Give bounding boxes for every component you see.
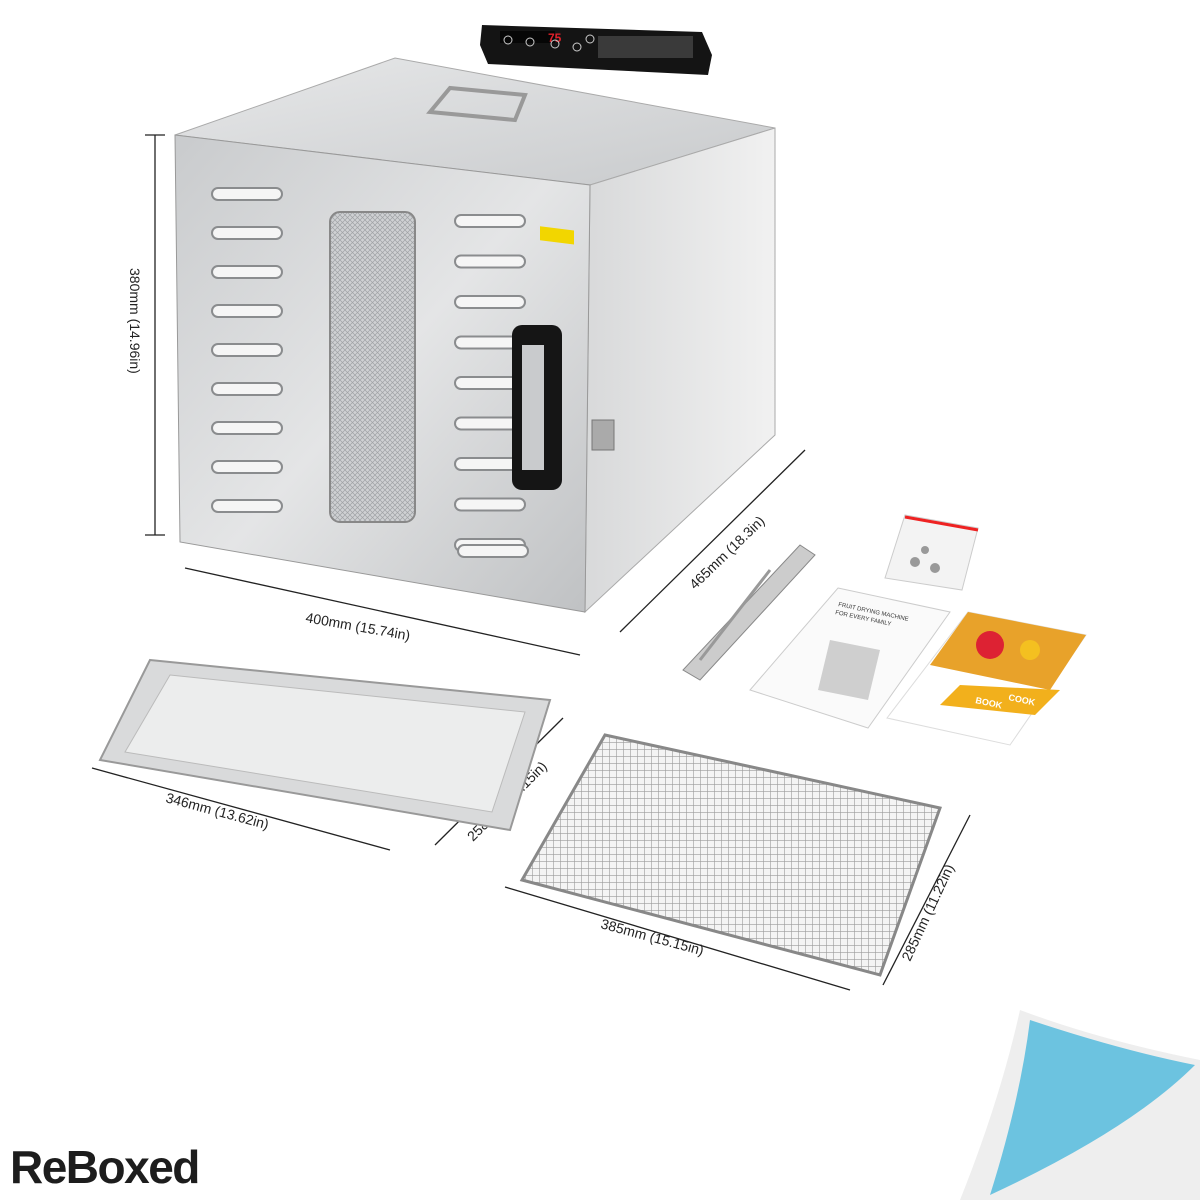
front-vents <box>211 187 529 558</box>
top-handle[interactable] <box>426 85 528 123</box>
user-manual: FRUIT DRYING MACHINE FOR EVERY FAMILY <box>749 587 951 729</box>
drip-tray <box>98 658 552 832</box>
dehydrator: 75 <box>174 25 776 614</box>
vent-slot <box>211 421 283 435</box>
door-latch[interactable] <box>591 419 615 451</box>
vent-slot <box>211 343 283 357</box>
depth-label: 465mm (18.3in) <box>686 513 768 593</box>
vent-slot <box>211 187 283 201</box>
vent-slot <box>457 544 529 558</box>
drying-rack <box>519 733 942 977</box>
vent-slot <box>454 214 526 228</box>
screw-bag <box>884 514 979 591</box>
viewing-window <box>329 211 416 523</box>
temperature-display: 75 <box>548 31 562 45</box>
vent-slot <box>454 254 526 269</box>
reboxed-logo: ReBoxed <box>10 1141 200 1193</box>
vent-slot <box>211 499 283 513</box>
vent-slot <box>454 497 526 512</box>
tongs <box>682 544 816 681</box>
tray-length-label: 346mm (13.62in) <box>164 789 270 832</box>
vent-slot <box>211 265 283 279</box>
vent-slot <box>211 226 283 240</box>
height-label: 380mm (14.96in) <box>127 268 143 374</box>
vent-slot <box>454 295 526 309</box>
vent-slot <box>211 382 283 396</box>
cookbook: COOK BOOK <box>886 611 1087 746</box>
vent-slot <box>211 460 283 474</box>
control-panel[interactable]: 75 <box>480 25 712 75</box>
warning-label <box>540 226 574 245</box>
vent-slot <box>211 304 283 318</box>
page-curl-accent <box>960 1010 1200 1200</box>
